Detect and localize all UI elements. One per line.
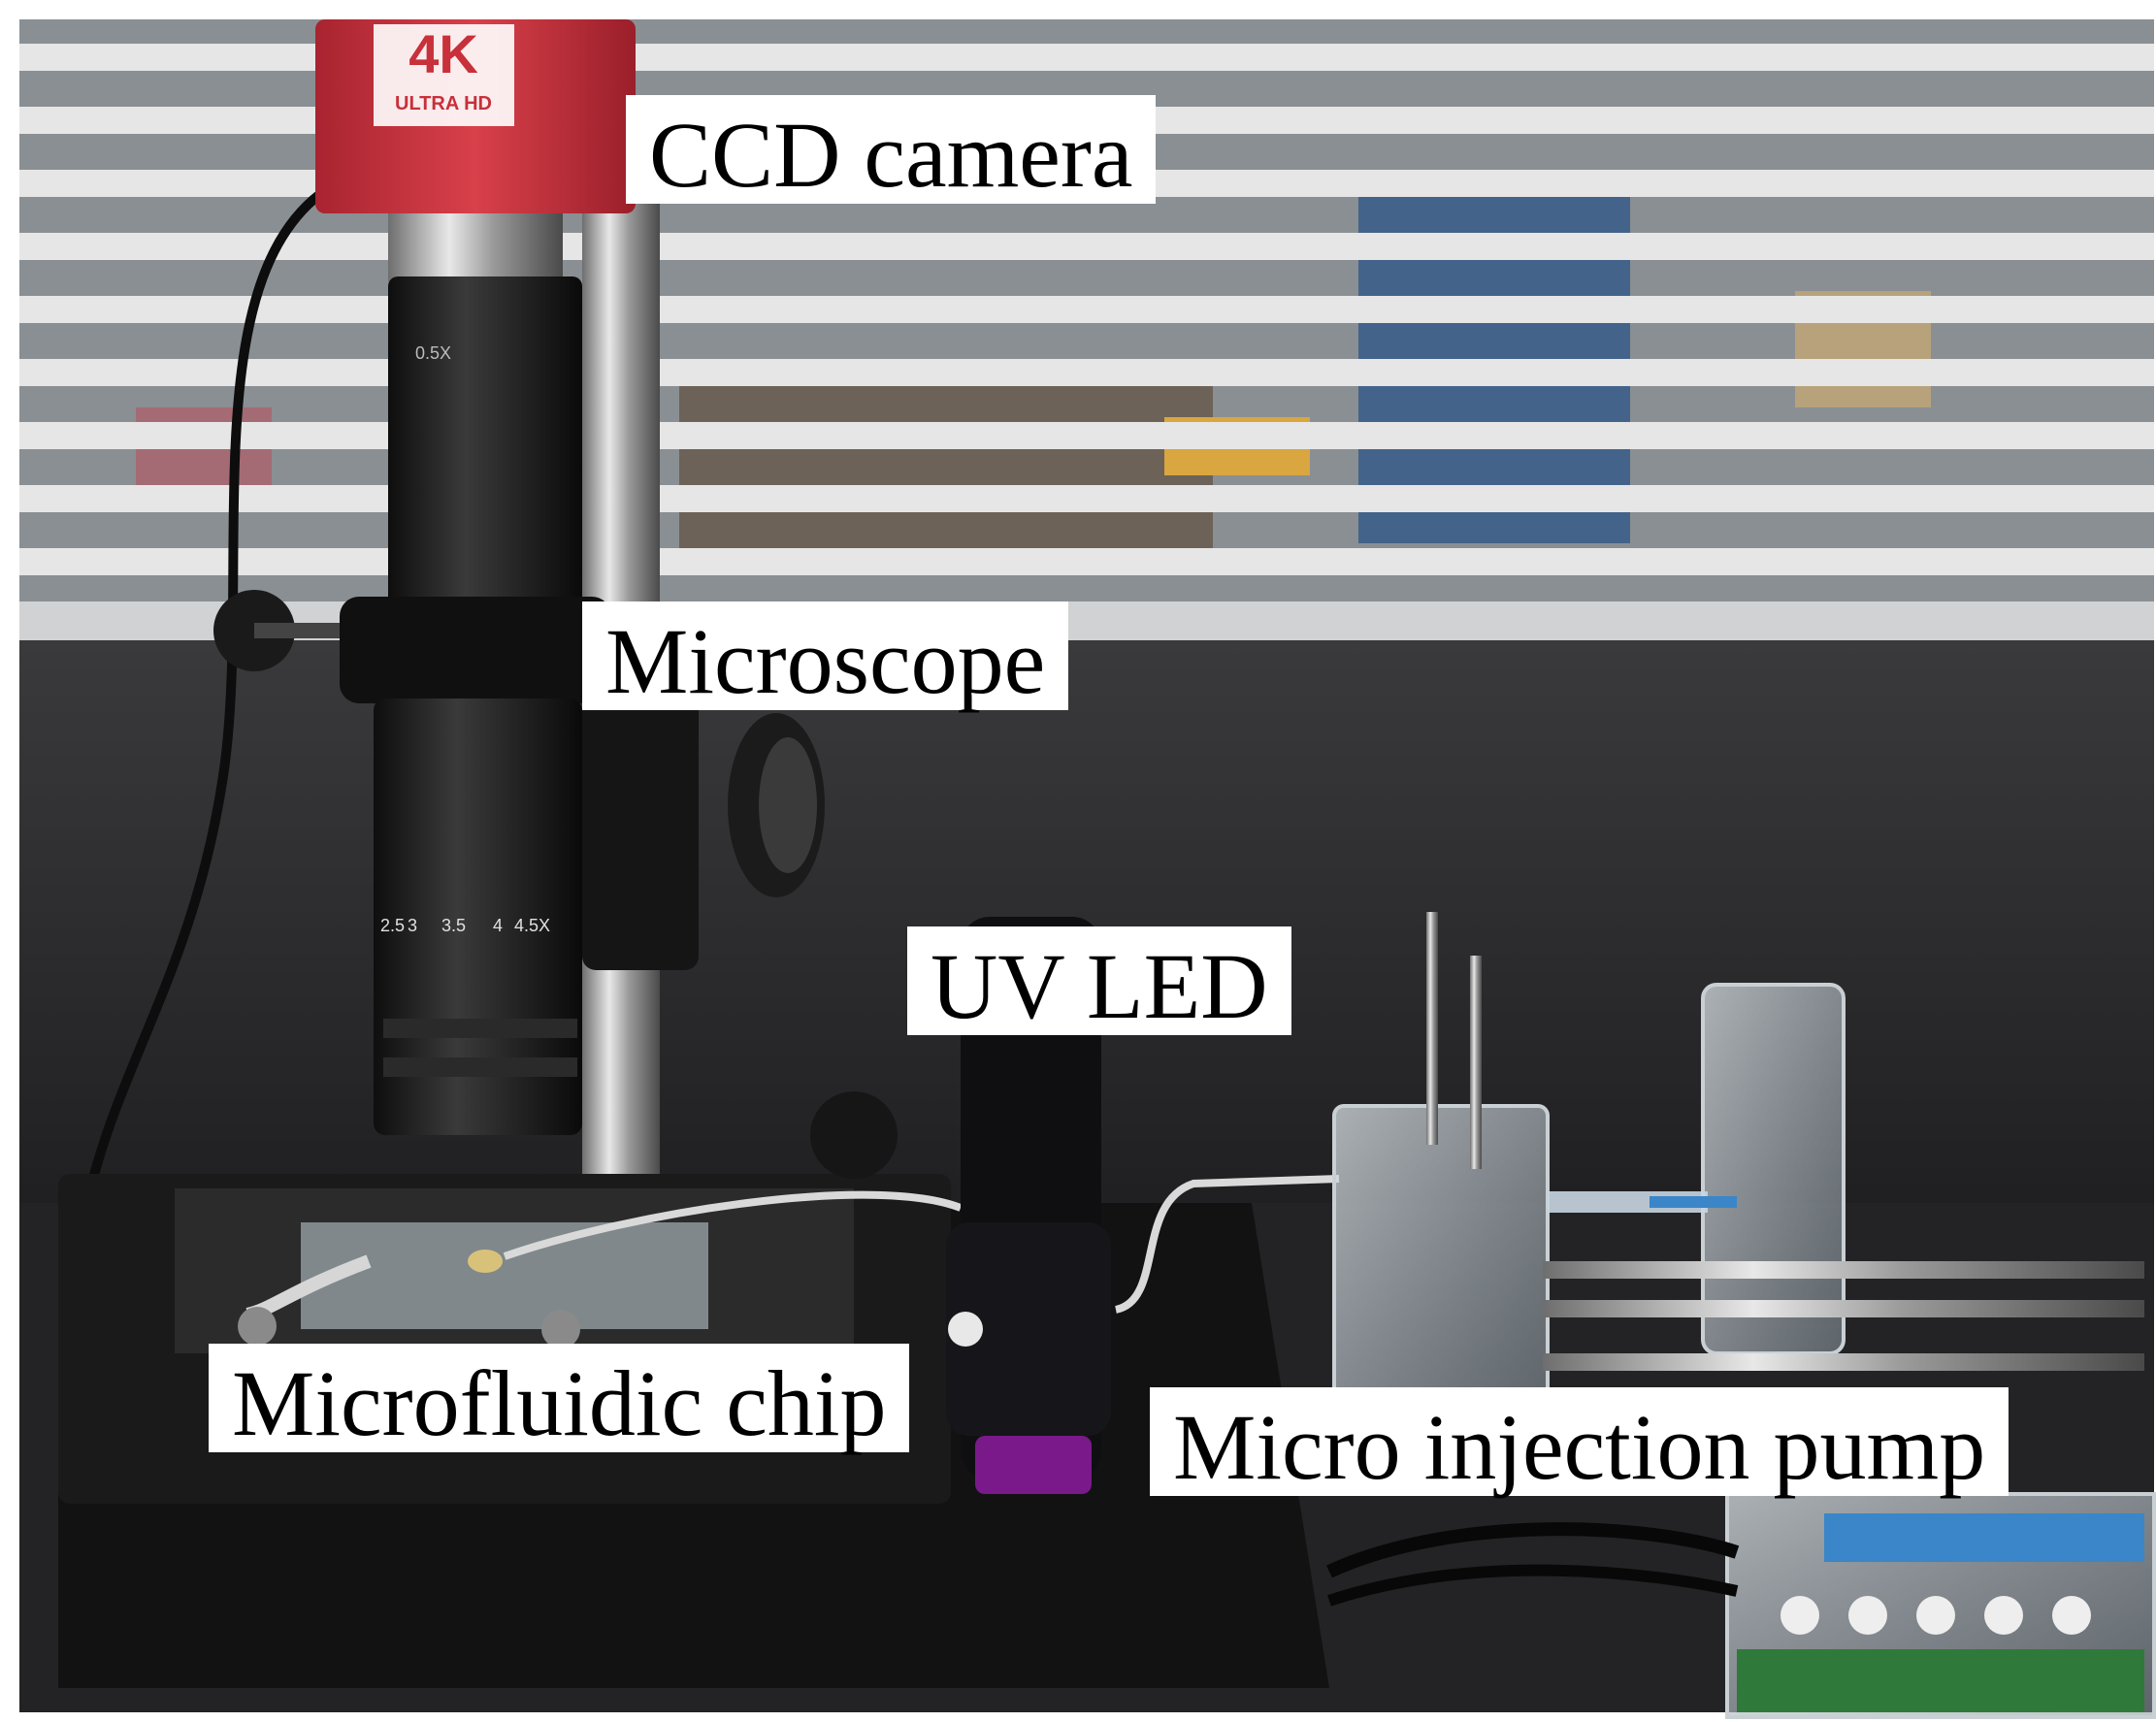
label-microscope: Microscope	[582, 601, 1069, 710]
right-focus-knob-face	[759, 737, 817, 873]
camera-adapter-ring	[388, 213, 563, 281]
microscope-collar	[340, 597, 611, 703]
pump-tube	[1114, 1175, 1340, 1314]
lens-cap	[810, 1091, 898, 1179]
pump-guide-rod	[1543, 1300, 2144, 1317]
chip-droplet	[468, 1250, 503, 1273]
pump-control-button	[1780, 1596, 1819, 1635]
pump-lead-screw	[1470, 956, 1482, 1169]
pump-rear-plate	[1701, 983, 1846, 1355]
label-microfluidic-chip: Microfluidic chip	[209, 1344, 910, 1452]
pump-guide-rod	[1543, 1261, 2144, 1279]
pump-control-button	[2052, 1596, 2091, 1635]
pump-control-button	[1984, 1596, 2023, 1635]
stage-screw	[541, 1310, 580, 1348]
camera-badge-main: 4K	[408, 23, 478, 84]
lens-ring	[383, 1057, 577, 1077]
label-uv-led: UV LED	[907, 926, 1291, 1035]
pump-circuit-board	[1737, 1649, 2144, 1712]
zoom-mark-2-5: 2.5	[380, 916, 405, 935]
microscope-lens-upper	[388, 276, 582, 606]
zoom-mark-3-5: 3.5	[441, 916, 466, 935]
pump-front-block	[1332, 1104, 1550, 1418]
zoom-scale: 2.5 3 3.5 4 4.5X	[380, 916, 550, 935]
fluid-tube	[503, 1190, 963, 1260]
uv-led-power-button	[948, 1312, 983, 1347]
uv-led-purple-ring	[975, 1436, 1092, 1494]
lens-marking-magnification: 0.5X	[415, 343, 451, 363]
zoom-mark-4-5: 4.5X	[514, 916, 550, 935]
zoom-mark-4: 4	[493, 916, 503, 935]
syringe-plunger	[1650, 1196, 1737, 1208]
microfluidic-chip-slide	[301, 1222, 708, 1329]
camera-cable	[82, 190, 324, 1205]
pump-lcd-display	[1824, 1513, 2144, 1562]
knob-shaft	[254, 623, 342, 638]
power-cable	[1327, 1564, 1739, 1607]
stage-screw	[238, 1307, 277, 1346]
micro-injection-pump	[1332, 912, 2156, 1719]
label-micro-injection-pump: Micro injection pump	[1150, 1387, 2009, 1496]
pump-control-button	[1848, 1596, 1887, 1635]
camera-badge-sub: ULTRA HD	[395, 93, 492, 114]
label-ccd-camera: CCD camera	[626, 95, 1157, 204]
uv-led-body-grip	[946, 1222, 1111, 1436]
power-cable	[1326, 1522, 1740, 1578]
pump-guide-rod	[1543, 1353, 2144, 1371]
zoom-mark-3: 3	[408, 916, 417, 935]
camera-badge	[374, 24, 514, 126]
pump-control-button	[1916, 1596, 1955, 1635]
lens-ring	[383, 1019, 577, 1038]
pump-lead-screw	[1426, 912, 1438, 1145]
